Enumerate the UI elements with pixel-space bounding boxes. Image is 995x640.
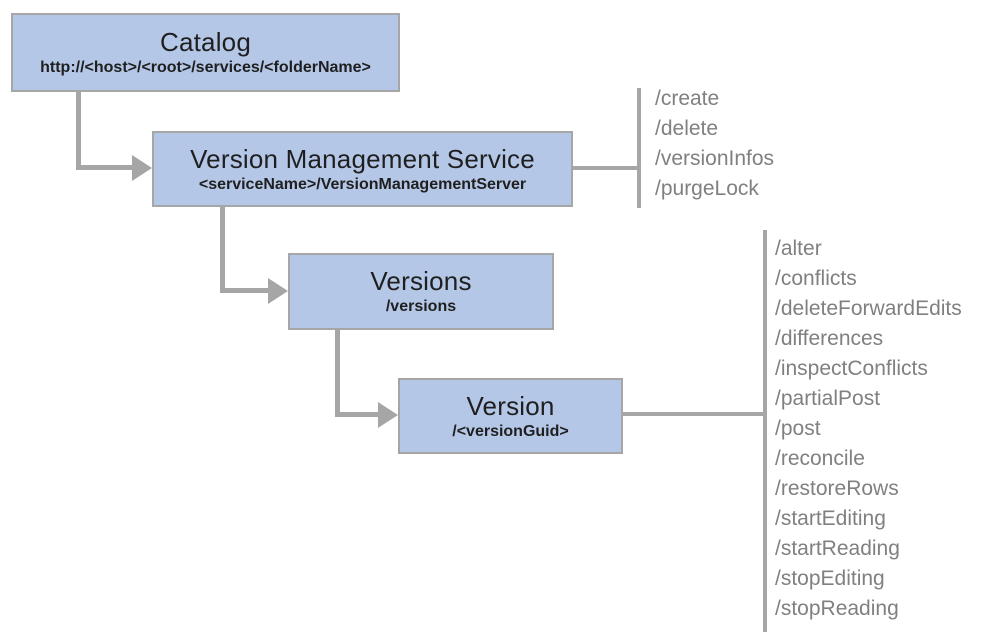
node-catalog: Catalog http://<host>/<root>/services/<f… bbox=[11, 13, 400, 92]
vms-ops-bracket-line bbox=[637, 88, 641, 208]
node-catalog-url: http://<host>/<root>/services/<folderNam… bbox=[40, 59, 371, 76]
connector-catalog-vms-vertical bbox=[76, 92, 81, 170]
node-vms-title: Version Management Service bbox=[190, 143, 535, 174]
operation-versioninfos: /versionInfos bbox=[655, 147, 775, 170]
node-version-management-service: Version Management Service <serviceName>… bbox=[152, 131, 573, 207]
operation-stopediting: /stopEditing bbox=[775, 567, 885, 590]
node-catalog-title: Catalog bbox=[159, 27, 252, 57]
connector-vms-versions-horizontal bbox=[220, 288, 270, 293]
operation-delete: /delete bbox=[655, 117, 719, 140]
operation-restorerows: /restoreRows bbox=[775, 477, 899, 500]
node-version-path: /<versionGuid> bbox=[452, 422, 569, 440]
operation-startreading: /startReading bbox=[775, 537, 900, 560]
operation-create: /create bbox=[655, 87, 720, 110]
arrowhead-versions-version bbox=[378, 402, 398, 428]
vms-ops-connector-line bbox=[573, 166, 638, 170]
operation-post: /post bbox=[775, 417, 821, 440]
operation-reconcile: /reconcile bbox=[775, 447, 865, 470]
connector-vms-versions-vertical bbox=[220, 207, 225, 293]
arrowhead-catalog-vms bbox=[132, 155, 152, 181]
operation-alter: /alter bbox=[775, 237, 822, 260]
version-ops-connector-line bbox=[623, 412, 763, 416]
arrowhead-vms-versions bbox=[268, 278, 288, 304]
operation-conflicts: /conflicts bbox=[775, 267, 857, 290]
operation-stopreading: /stopReading bbox=[775, 597, 899, 620]
node-versions-path: /versions bbox=[385, 298, 457, 315]
operation-partialpost: /partialPost bbox=[775, 387, 881, 410]
node-version: Version /<versionGuid> bbox=[398, 378, 623, 454]
node-version-title: Version bbox=[466, 390, 555, 421]
node-vms-path: <serviceName>/VersionManagementServer bbox=[198, 175, 527, 193]
connector-catalog-vms-horizontal bbox=[76, 165, 134, 170]
node-versions: Versions /versions bbox=[288, 253, 554, 330]
operation-startediting: /startEditing bbox=[775, 507, 886, 530]
vms-operations-list: /create /delete /versionInfos /purgeLock bbox=[655, 84, 774, 204]
version-operations-list: /alter /conflicts /deleteForwardEdits /d… bbox=[775, 234, 962, 624]
node-versions-title: Versions bbox=[370, 266, 472, 296]
operation-differences: /differences bbox=[775, 327, 884, 350]
operation-inspectconflicts: /inspectConflicts bbox=[775, 357, 928, 380]
operation-deleteforwardedits: /deleteForwardEdits bbox=[775, 297, 962, 320]
connector-versions-version-horizontal bbox=[335, 412, 380, 417]
operation-purgelock: /purgeLock bbox=[655, 177, 759, 200]
connector-versions-version-vertical bbox=[335, 330, 340, 417]
version-ops-bracket-line bbox=[763, 230, 767, 632]
